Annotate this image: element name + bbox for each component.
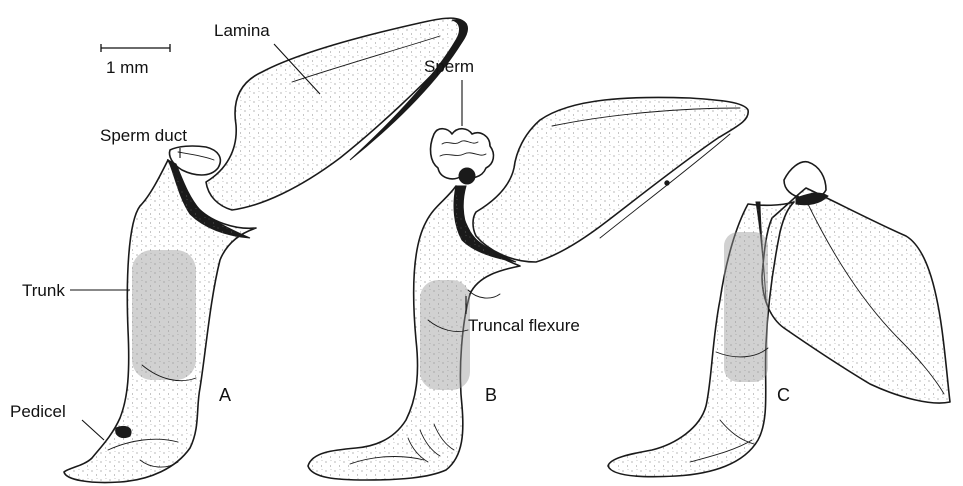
panel-label-b: B (485, 385, 497, 405)
label-trunk: Trunk (22, 281, 65, 300)
label-lamina: Lamina (214, 21, 270, 40)
scale-bar-label: 1 mm (106, 58, 149, 77)
label-sperm-duct: Sperm duct (100, 126, 187, 145)
leader-pedicel (82, 420, 104, 440)
specimen-b (308, 97, 748, 480)
label-truncal-flexure: Truncal flexure (468, 316, 580, 335)
specimen-c (608, 162, 950, 477)
label-sperm: Sperm (424, 57, 474, 76)
ink-dot (665, 181, 669, 185)
lamina-a (206, 18, 467, 210)
label-pedicel: Pedicel (10, 402, 66, 421)
panel-label-a: A (219, 385, 231, 405)
specimen-a (64, 18, 467, 482)
lamina-b (473, 97, 748, 262)
scale-bar: 1 mm (101, 44, 170, 77)
panel-label-c: C (777, 385, 790, 405)
lamina-c (762, 188, 950, 403)
